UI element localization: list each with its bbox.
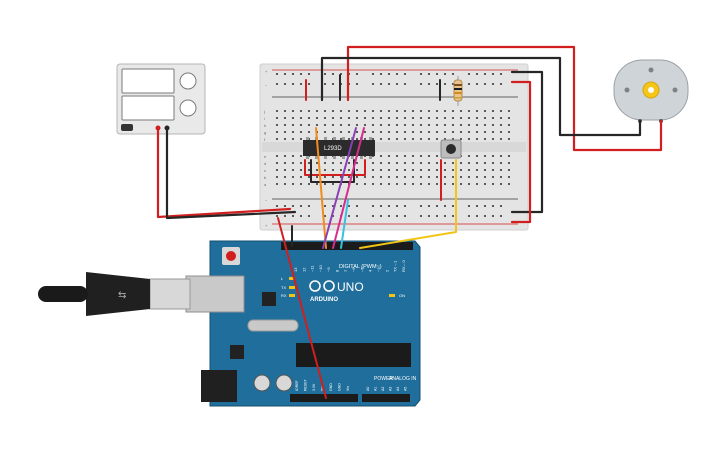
arduino-uno[interactable]: ARDUINO UNO DIGITAL (PWM~) POWER ANALOG … [185, 240, 421, 407]
digital-header [281, 242, 413, 250]
psu-voltage-display [121, 68, 175, 94]
wire-yellow [359, 159, 457, 249]
digital-pin-label: ~9 [326, 267, 331, 272]
digital-pin-label: ~10 [318, 264, 323, 272]
power-pin-label: RESET [304, 378, 308, 391]
push-button[interactable] [440, 139, 462, 159]
power-pin-label: GND [329, 383, 333, 391]
chip-label: L293D [324, 146, 342, 152]
rail-minus-top: − [265, 83, 268, 88]
wire-psu-negative [165, 126, 297, 220]
row-letter-j: j [263, 109, 265, 114]
dc-barrel-jack [201, 370, 237, 402]
arduino-model: UNO [337, 280, 364, 294]
wire-motor-red [346, 45, 663, 152]
row-letter-f: f [264, 137, 266, 142]
digital-pin-label: TX→1 [393, 260, 398, 272]
psu-current-display [121, 95, 175, 121]
wire-orange [315, 127, 327, 249]
digital-pin-label: RX←0 [401, 259, 406, 272]
power-pin-label: IOREF [295, 380, 299, 391]
row-letter-a: a [264, 182, 267, 187]
digital-pin-label: 8 [335, 269, 340, 272]
psu-current-knob[interactable] [179, 99, 197, 117]
usb-icon: ⇆ [118, 290, 126, 301]
analog-pin-label: A4 [396, 387, 400, 391]
usb-jack [185, 275, 245, 313]
analog-pin-label: A3 [389, 387, 393, 391]
usb-cable[interactable]: ⇆ [38, 272, 191, 316]
on-label: ON [399, 293, 405, 298]
psu-voltage-knob[interactable] [179, 72, 197, 90]
wire-chip-red [304, 159, 366, 176]
wire-motor-black [320, 56, 642, 137]
dc-motor[interactable] [613, 59, 689, 123]
power-label: POWER [374, 376, 393, 382]
wires [156, 45, 663, 399]
power-pin-label: 3.3V [312, 383, 316, 391]
analog-pin-label: A0 [366, 387, 370, 391]
power-pin-label: Vin [346, 386, 350, 391]
rx-label: RX [281, 293, 287, 298]
row-letter-b: b [264, 175, 267, 180]
breadboard-holes [276, 73, 510, 217]
analog-pin-label: A5 [404, 387, 408, 391]
wire-pink [332, 127, 365, 249]
analog-pin-label: A2 [381, 387, 385, 391]
analog-header [362, 394, 410, 402]
digital-pin-label: 13 [293, 267, 298, 272]
digital-label: DIGITAL (PWM~) [339, 264, 382, 270]
digital-pin-label: ~11 [310, 265, 315, 272]
digital-pin-label: 2 [384, 269, 389, 272]
rail-plus-bottom: + [265, 223, 268, 228]
power-pin-label: GND [338, 383, 342, 391]
psu-power-switch[interactable] [121, 124, 133, 131]
row-letter-g: g [264, 130, 266, 135]
row-letter-h: h [264, 123, 266, 128]
wire-right-red [510, 80, 532, 224]
digital-pin-label: ~6 [351, 267, 356, 272]
digital-pin-label: 12 [301, 267, 306, 272]
digital-pin-label: ~3 [376, 267, 381, 272]
arduino-brand: ARDUINO [310, 297, 338, 303]
row-letter-i: i [264, 116, 265, 121]
wire-chip-black [310, 159, 355, 183]
digital-pin-label: ~5 [359, 267, 364, 272]
l293d-chip[interactable]: L293D [303, 137, 375, 159]
resistor[interactable] [453, 76, 463, 106]
breadboard-row-letters: j i h g f e d c b a + − − + [263, 69, 268, 228]
power-supply[interactable] [116, 63, 206, 135]
wire-5v-red [277, 217, 327, 399]
power-header [290, 394, 358, 402]
row-letter-d: d [264, 161, 266, 166]
row-letter-e: e [264, 154, 267, 159]
analog-pin-label: A1 [374, 387, 378, 391]
wire-purple [322, 127, 357, 249]
digital-pin-label: 4 [368, 269, 373, 272]
rail-minus-bottom: − [265, 198, 268, 203]
wire-cyan [340, 199, 349, 249]
l-label: L [281, 276, 284, 281]
analog-label: ANALOG IN [389, 376, 417, 382]
rail-plus-top: + [265, 69, 268, 74]
wire-right-black [510, 70, 544, 214]
digital-pin-label: 7 [343, 269, 348, 272]
row-letter-c: c [264, 168, 266, 173]
arduino-logo: ARDUINO UNO [309, 280, 364, 303]
breadboard[interactable]: j i h g f e d c b a + − − + [259, 63, 529, 231]
wire-psu-positive [156, 126, 292, 219]
tx-label: TX [281, 285, 286, 290]
